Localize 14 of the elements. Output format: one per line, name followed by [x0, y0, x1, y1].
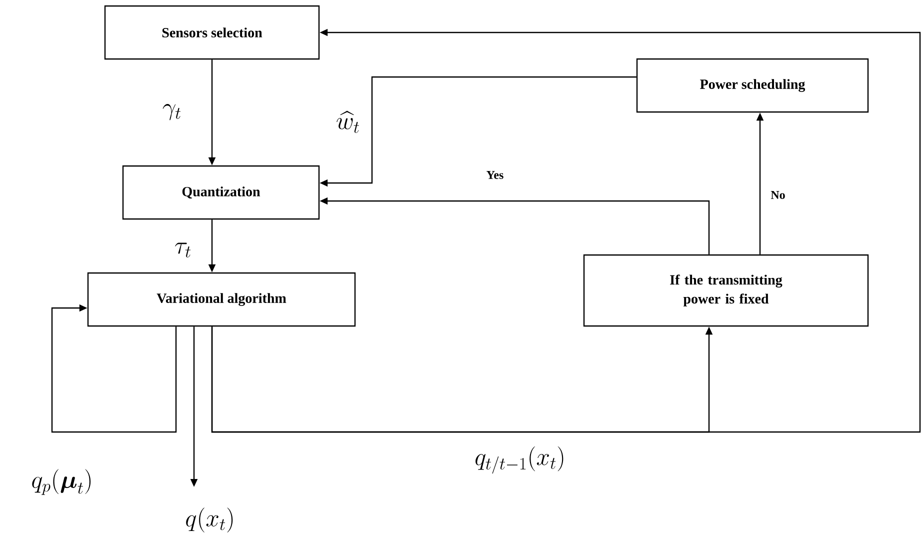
edge-label: $\tau_t$ — [175, 242, 191, 258]
edge-label: $q(x_t)$ — [186, 508, 233, 532]
edge-label: No — [770, 191, 785, 199]
process-box: Power scheduling — [636, 58, 869, 113]
process-box: Sensors selection — [104, 5, 320, 60]
edge-label: $\widehat{w}_t$ — [336, 110, 359, 133]
edge-label: Yes — [486, 171, 504, 179]
arrow — [51, 304, 177, 433]
edge-label: $q_{t/t-1}(x_t)$ — [476, 446, 564, 474]
process-box: Variational algorithm — [87, 272, 356, 327]
edge-label: $\gamma_t$ — [162, 104, 181, 120]
process-box: If the transmitting power is fixed — [583, 254, 869, 327]
process-box: Quantization — [122, 165, 320, 220]
edge-label: $q_p(\boldsymbol{\mu}_t)$ — [32, 469, 91, 495]
